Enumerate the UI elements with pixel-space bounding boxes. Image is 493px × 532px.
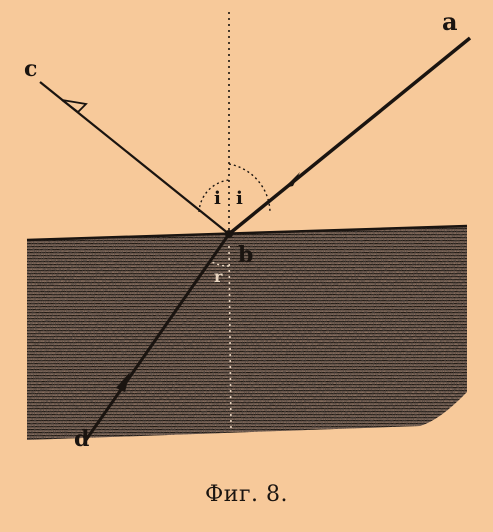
incident-ray [227,36,472,236]
point-b-dot [225,230,233,238]
incident-arrow [284,172,300,188]
label-angle-i-left: i [214,188,221,209]
surface-line [26,224,468,242]
medium-block [26,224,468,440]
angle-arc-right [228,163,271,213]
normal-line-lower [228,245,232,431]
label-angle-i-right: i [236,188,243,209]
label-a: a [442,7,458,36]
angle-arc-refr [211,261,230,267]
label-b: b [238,242,253,268]
figure-caption: Фиг. 8. [205,482,288,507]
label-d: d [74,426,89,452]
reflected-arrow [61,99,88,114]
label-angle-r: r [214,267,223,286]
refracted-ray [84,233,231,441]
refracted-arrow [116,372,130,392]
label-c: c [24,56,37,82]
